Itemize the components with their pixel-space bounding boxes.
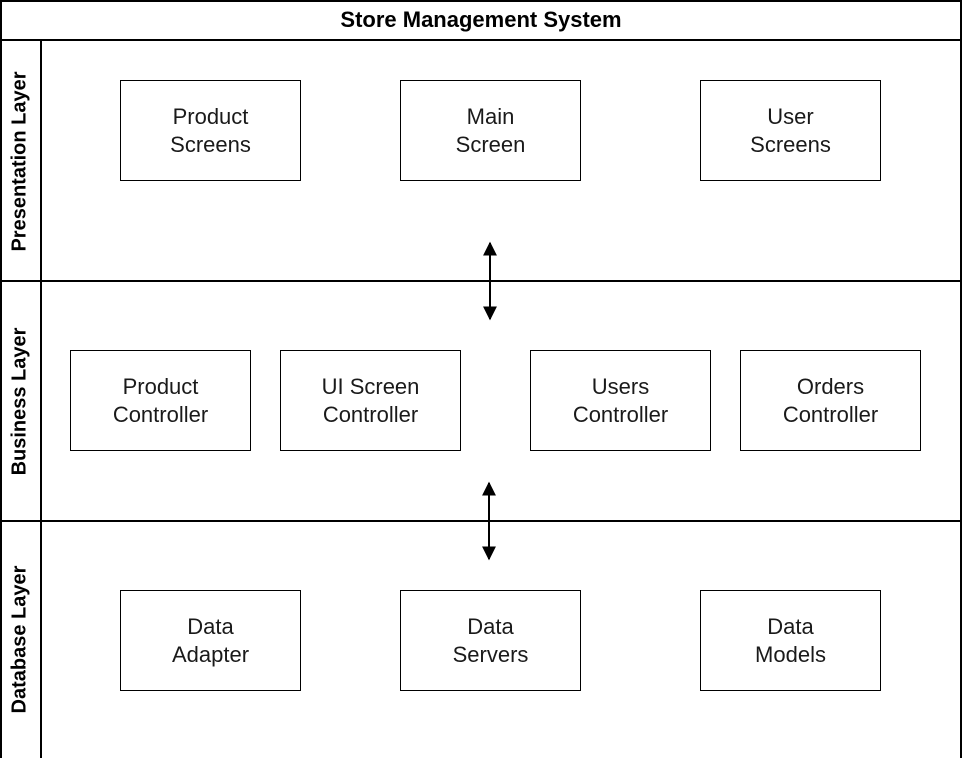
component-label-line: Product (172, 103, 249, 129)
component-ui-screen-controller: UI Screen Controller (280, 350, 461, 451)
component-label-line: UI Screen (321, 373, 420, 399)
component-label-line: Controller (572, 401, 669, 427)
component-label-line: Data (187, 613, 234, 639)
component-orders-controller: Orders Controller (740, 350, 921, 451)
component-label-line: Screen (455, 131, 526, 157)
lane-label-presentation: Presentation Layer (0, 41, 40, 281)
lane-label-database: Database Layer (0, 521, 40, 758)
component-product-screens: Product Screens (120, 80, 301, 181)
component-label-line: Controller (322, 401, 419, 427)
component-label-line: Users (591, 373, 650, 399)
component-data-models: Data Models (700, 590, 881, 691)
lane-label-business: Business Layer (0, 281, 40, 521)
component-label-line: Controller (782, 401, 879, 427)
lane-label-text: Presentation Layer (8, 70, 31, 252)
component-label-line: Data (467, 613, 514, 639)
component-label-line: Controller (112, 401, 209, 427)
component-label-line: User (767, 103, 814, 129)
component-label-line: Data (767, 613, 814, 639)
component-label-line: Main (466, 103, 515, 129)
lane-label-text: Business Layer (8, 327, 31, 475)
component-data-adapter: Data Adapter (120, 590, 301, 691)
component-user-screens: User Screens (700, 80, 881, 181)
component-data-servers: Data Servers (400, 590, 581, 691)
component-label-line: Servers (452, 641, 529, 667)
lane-label-text: Database Layer (8, 565, 31, 714)
component-product-controller: Product Controller (70, 350, 251, 451)
diagram-title: Store Management System (340, 7, 622, 32)
component-label-line: Models (755, 641, 826, 667)
component-label-line: Orders (796, 373, 865, 399)
component-label-line: Screens (170, 131, 251, 157)
component-main-screen: Main Screen (400, 80, 581, 181)
component-label-line: Adapter (171, 641, 250, 667)
component-users-controller: Users Controller (530, 350, 711, 451)
component-label-line: Product (122, 373, 199, 399)
component-label-line: Screens (750, 131, 831, 157)
